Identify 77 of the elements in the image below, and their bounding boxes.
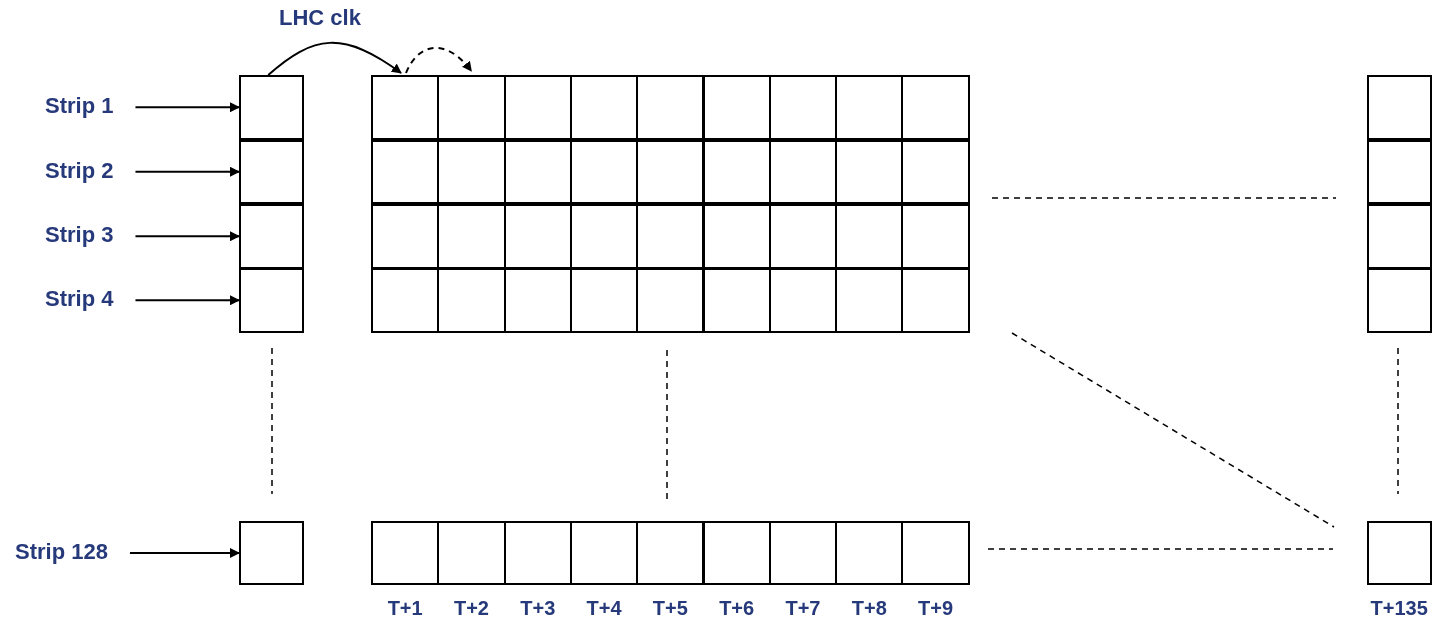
strip-label: Strip 2 bbox=[45, 157, 114, 184]
register-cell bbox=[702, 204, 771, 269]
register-cell bbox=[503, 139, 572, 204]
register-cell bbox=[239, 521, 304, 585]
register-cell bbox=[239, 75, 304, 140]
register-cell bbox=[1367, 268, 1432, 333]
time-step-label: T+135 bbox=[1370, 596, 1428, 620]
register-cell bbox=[569, 521, 639, 585]
register-cell bbox=[901, 75, 970, 140]
register-cell bbox=[437, 75, 506, 140]
register-cell bbox=[569, 75, 639, 140]
strip-label: Strip 4 bbox=[45, 286, 114, 312]
register-cell bbox=[636, 75, 705, 140]
register-cell bbox=[239, 204, 304, 269]
register-cell bbox=[901, 521, 970, 585]
register-cell bbox=[1367, 139, 1432, 204]
register-cell bbox=[835, 204, 904, 269]
strip-label: Strip 1 bbox=[45, 93, 114, 119]
time-step-label: T+9 bbox=[918, 596, 954, 620]
register-cell bbox=[1367, 204, 1432, 269]
time-step-label: T+1 bbox=[387, 596, 423, 620]
register-cell bbox=[1367, 75, 1432, 140]
register-cell bbox=[371, 204, 440, 269]
register-cell bbox=[569, 204, 639, 269]
register-cell bbox=[503, 521, 572, 585]
register-cell bbox=[503, 75, 572, 140]
register-cell bbox=[636, 268, 705, 333]
arrow bbox=[405, 47, 473, 74]
arrow bbox=[128, 548, 240, 558]
register-cell bbox=[636, 521, 705, 585]
register-cell bbox=[702, 139, 771, 204]
register-cell bbox=[371, 521, 440, 585]
time-step-label: T+5 bbox=[652, 596, 688, 620]
time-step-label: T+4 bbox=[586, 596, 622, 620]
register-cell bbox=[371, 139, 440, 204]
register-cell bbox=[437, 521, 506, 585]
register-cell bbox=[503, 204, 572, 269]
register-cell bbox=[636, 139, 705, 204]
register-cell bbox=[702, 268, 771, 333]
register-cell bbox=[437, 268, 506, 333]
register-cell bbox=[371, 268, 440, 333]
register-cell bbox=[702, 75, 771, 140]
register-cell bbox=[1367, 521, 1432, 585]
arrow bbox=[134, 231, 240, 242]
register-cell bbox=[768, 139, 838, 204]
arrow bbox=[134, 295, 240, 306]
register-cell bbox=[503, 268, 572, 333]
register-cell bbox=[636, 204, 705, 269]
register-cell bbox=[901, 268, 970, 333]
register-cell bbox=[239, 139, 304, 204]
register-cell bbox=[437, 139, 506, 204]
strip-label: Strip 3 bbox=[45, 222, 114, 248]
register-cell bbox=[835, 75, 904, 140]
register-cell bbox=[569, 268, 639, 333]
strip-label: Strip 128 bbox=[15, 539, 108, 565]
register-cell bbox=[239, 268, 304, 333]
register-cell bbox=[835, 521, 904, 585]
arrow bbox=[267, 41, 402, 76]
register-cell bbox=[901, 204, 970, 269]
time-step-label: T+7 bbox=[785, 596, 821, 620]
register-cell bbox=[768, 268, 838, 333]
time-step-label: T+3 bbox=[520, 596, 556, 620]
arrow bbox=[134, 166, 240, 177]
time-step-label: T+2 bbox=[453, 596, 489, 620]
arrow bbox=[134, 102, 240, 113]
register-cell bbox=[371, 75, 440, 140]
register-cell bbox=[768, 204, 838, 269]
register-cell bbox=[901, 139, 970, 204]
register-cell bbox=[569, 139, 639, 204]
register-cell bbox=[835, 268, 904, 333]
register-cell bbox=[835, 139, 904, 204]
register-cell bbox=[702, 521, 771, 585]
register-cell bbox=[437, 204, 506, 269]
time-step-label: T+6 bbox=[719, 596, 755, 620]
register-cell bbox=[768, 521, 838, 585]
time-step-label: T+8 bbox=[851, 596, 887, 620]
register-cell bbox=[768, 75, 838, 140]
